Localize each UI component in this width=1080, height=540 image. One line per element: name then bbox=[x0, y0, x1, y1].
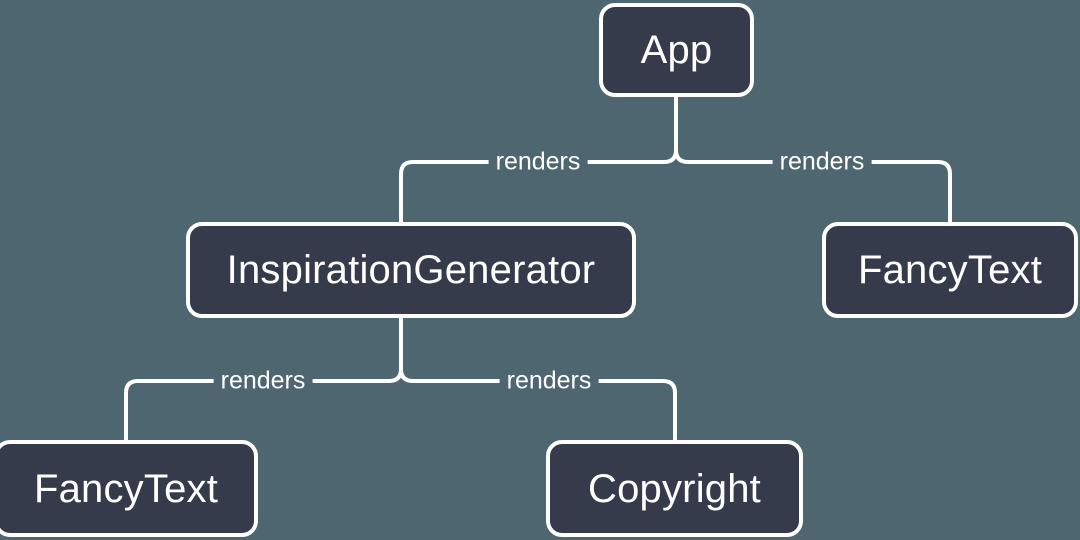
edge-label-app-to-fancytext-right: renders bbox=[772, 149, 872, 175]
node-copyright[interactable]: Copyright bbox=[546, 440, 803, 537]
node-label-app: App bbox=[640, 28, 713, 72]
node-fancytext-left[interactable]: FancyText bbox=[0, 440, 258, 537]
node-fancytext-right[interactable]: FancyText bbox=[822, 222, 1078, 318]
edge-label-inspiration-to-fancytext-left: renders bbox=[213, 368, 313, 394]
edge-label-app-to-inspiration-generator: renders bbox=[488, 149, 588, 175]
node-label-fancytext-left: FancyText bbox=[33, 466, 219, 511]
node-label-copyright: Copyright bbox=[588, 466, 761, 511]
node-inspiration-generator[interactable]: InspirationGenerator bbox=[186, 222, 636, 318]
node-app[interactable]: App bbox=[599, 3, 754, 97]
edge-label-inspiration-to-copyright: renders bbox=[499, 368, 599, 394]
node-label-inspiration-generator: InspirationGenerator bbox=[226, 248, 596, 292]
node-label-fancytext-right: FancyText bbox=[857, 248, 1043, 292]
